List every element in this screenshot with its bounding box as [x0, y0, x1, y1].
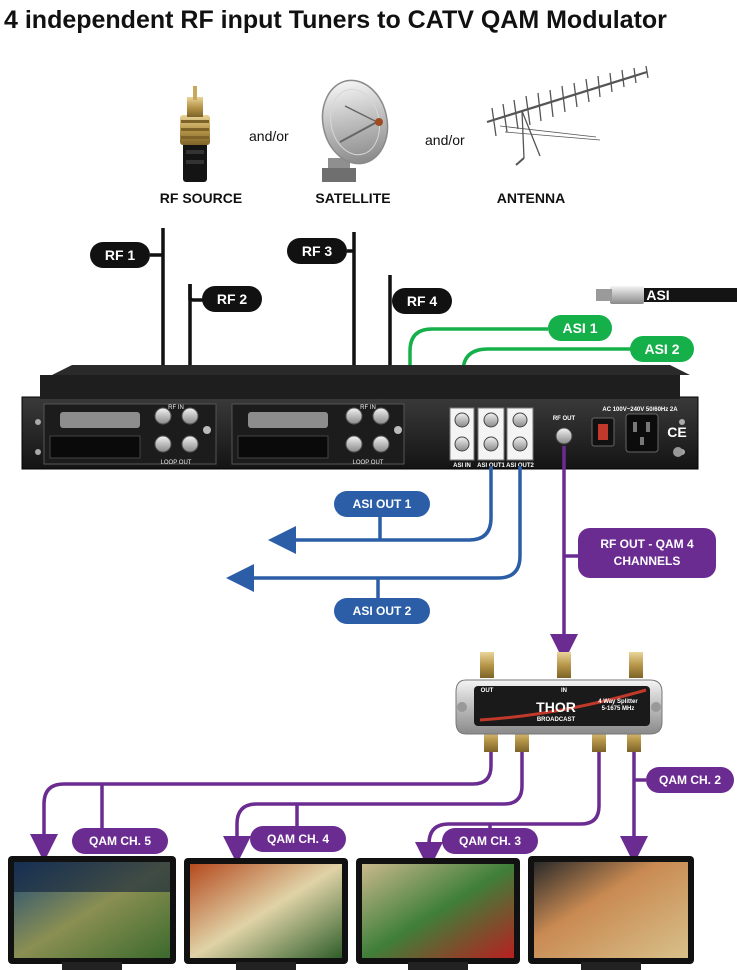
splitter-brand: THOR: [536, 699, 576, 715]
qam-ch5-pill: QAM CH. 5: [72, 828, 168, 854]
rf3-label: RF 3: [302, 243, 333, 259]
panel-power-rating: AC 100V~240V 50/60Hz 2A: [602, 407, 678, 413]
qam-output-lines: [30, 752, 648, 870]
rf3-pill: RF 3: [287, 238, 354, 264]
qam-ch2-pill: QAM CH. 2: [646, 767, 734, 793]
rf2-pill: RF 2: [202, 286, 262, 312]
asi2-label: ASI 2: [644, 341, 679, 357]
panel-asi-in: ASI IN: [453, 463, 471, 469]
rf2-label: RF 2: [217, 291, 248, 307]
panel-rf-in-1: RF IN: [168, 405, 184, 411]
rf-out-label-line2: CHANNELS: [614, 554, 681, 568]
qam-ch4-label: QAM CH. 4: [267, 832, 329, 846]
andor-text-1: and/or: [249, 128, 289, 144]
asi1-pill: ASI 1: [548, 315, 612, 341]
asi-out1-label: ASI OUT 1: [353, 497, 412, 511]
asi1-label: ASI 1: [562, 320, 597, 336]
asi-output-lines: [226, 466, 522, 600]
asi-cable-label: ASI: [646, 287, 669, 303]
rf-out-pill: RF OUT - QAM 4 CHANNELS: [578, 528, 716, 578]
panel-rf-in-2: RF IN: [360, 405, 376, 411]
splitter-spec2: 5-1675 MHz: [602, 706, 635, 712]
satellite-dish-icon: [321, 79, 389, 182]
antenna-label: ANTENNA: [497, 190, 565, 206]
antenna-icon: [486, 65, 649, 166]
splitter-brand-sub: BROADCAST: [537, 717, 576, 723]
asi-out1-pill: ASI OUT 1: [334, 491, 430, 517]
diagram-title: 4 independent RF input Tuners to CATV QA…: [4, 6, 667, 34]
qam-ch4-pill: QAM CH. 4: [250, 826, 346, 852]
panel-rf-out: RF OUT: [553, 416, 576, 422]
qam-ch3-pill: QAM CH. 3: [442, 828, 538, 854]
splitter-device: [455, 652, 663, 752]
ce-mark: CE: [667, 424, 686, 440]
asi-out2-pill: ASI OUT 2: [334, 598, 430, 624]
andor-text-2: and/or: [425, 132, 465, 148]
splitter-in-label: IN: [561, 688, 567, 694]
tv-channel-4: [184, 858, 348, 970]
rf1-pill: RF 1: [90, 242, 163, 268]
splitter-spec1: 4 Way Splitter: [598, 699, 638, 705]
rf-out-label-line1: RF OUT - QAM 4: [600, 537, 694, 551]
asi-cable-icon: ASI: [596, 286, 737, 304]
splitter-out-label: OUT: [481, 688, 494, 694]
asi-out2-label: ASI OUT 2: [353, 604, 412, 618]
qam-ch3-label: QAM CH. 3: [459, 834, 521, 848]
rf-source-label: RF SOURCE: [160, 190, 242, 206]
rf4-label: RF 4: [407, 293, 438, 309]
rf1-label: RF 1: [105, 247, 136, 263]
rf-source-connector-icon: [180, 86, 210, 182]
tv-channel-3: [356, 858, 520, 970]
tv-channel-2: [528, 856, 694, 970]
rf4-pill: RF 4: [392, 288, 452, 314]
rf-out-line: [550, 446, 578, 662]
satellite-label: SATELLITE: [315, 190, 390, 206]
panel-loop-out-2: LOOP OUT: [353, 460, 384, 466]
asi2-pill: ASI 2: [630, 336, 694, 362]
panel-loop-out-1: LOOP OUT: [161, 460, 192, 466]
tv-channel-5: [8, 856, 176, 970]
qam-modulator-device: [21, 365, 699, 470]
qam-ch2-label: QAM CH. 2: [659, 773, 721, 787]
qam-ch5-label: QAM CH. 5: [89, 834, 151, 848]
